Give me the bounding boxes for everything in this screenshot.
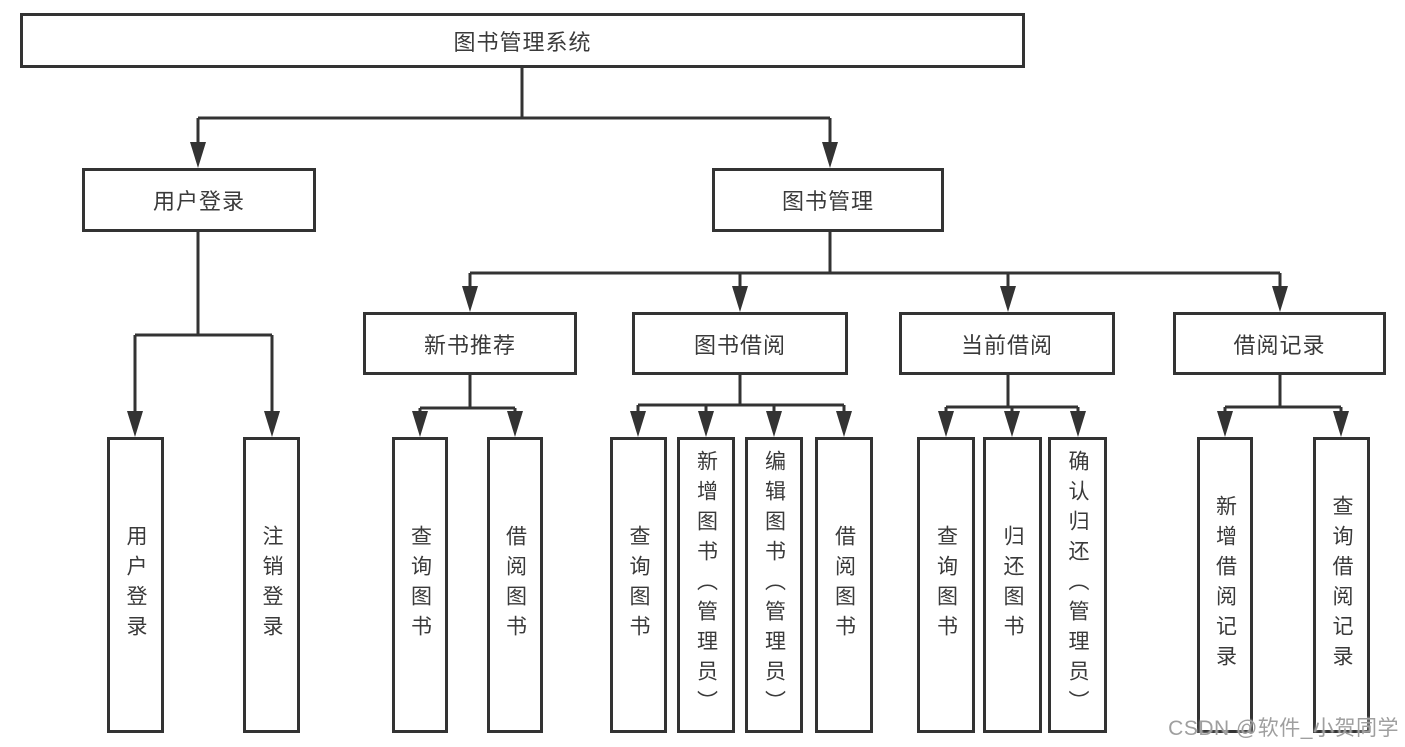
node-leaf-add-borrow-record: 新增借阅记录 <box>1197 437 1253 733</box>
arrow-down-icon <box>1000 286 1016 312</box>
arrow-down-icon <box>1070 411 1086 437</box>
node-leaf-borrow-books-recommend: 借阅图书 <box>487 437 543 733</box>
node-leaf-query-borrow-record: 查询借阅记录 <box>1313 437 1370 733</box>
node-borrow-records: 借阅记录 <box>1173 312 1386 375</box>
node-leaf-query-books-borrow: 查询图书 <box>610 437 667 733</box>
arrow-down-icon <box>822 142 838 168</box>
node-leaf-user-login: 用户登录 <box>107 437 164 733</box>
node-leaf-logout: 注销登录 <box>243 437 300 733</box>
leaf-label: 查询图书 <box>934 525 958 645</box>
arrow-down-icon <box>1004 411 1020 437</box>
arrow-down-icon <box>766 411 782 437</box>
arrow-down-icon <box>836 411 852 437</box>
node-leaf-return-books: 归还图书 <box>983 437 1042 733</box>
leaf-label: 归还图书 <box>1001 525 1024 645</box>
node-leaf-add-books-admin: 新增图书（管理员） <box>677 437 735 733</box>
node-leaf-query-books-current: 查询图书 <box>917 437 975 733</box>
leaf-label: 新增借阅记录 <box>1213 495 1237 675</box>
arrow-down-icon <box>698 411 714 437</box>
arrow-down-icon <box>462 286 478 312</box>
arrow-down-icon <box>732 286 748 312</box>
leaf-label: 新增图书（管理员） <box>694 450 718 720</box>
arrow-down-icon <box>1333 411 1349 437</box>
node-user-login: 用户登录 <box>82 168 316 232</box>
leaf-label: 查询图书 <box>408 525 432 645</box>
arrowheads <box>127 142 1349 437</box>
arrow-down-icon <box>412 411 428 437</box>
arrow-down-icon <box>630 411 646 437</box>
arrow-down-icon <box>127 411 143 437</box>
node-leaf-query-books-recommend: 查询图书 <box>392 437 448 733</box>
leaf-label: 借阅图书 <box>503 525 527 645</box>
arrow-down-icon <box>1272 286 1288 312</box>
arrow-down-icon <box>938 411 954 437</box>
node-book-borrow: 图书借阅 <box>632 312 848 375</box>
node-leaf-borrow-books: 借阅图书 <box>815 437 873 733</box>
node-library-system: 图书管理系统 <box>20 13 1025 68</box>
node-current-borrow: 当前借阅 <box>899 312 1115 375</box>
leaf-label: 查询借阅记录 <box>1330 495 1353 675</box>
watermark: CSDN @软件_小贺同学 <box>1168 717 1399 740</box>
node-new-book-recommend: 新书推荐 <box>363 312 577 375</box>
arrow-down-icon <box>1217 411 1233 437</box>
leaf-label: 编辑图书（管理员） <box>762 450 786 720</box>
leaf-label: 注销登录 <box>260 525 283 645</box>
leaf-label: 用户登录 <box>124 525 147 645</box>
leaf-label: 借阅图书 <box>832 525 856 645</box>
arrow-down-icon <box>264 411 280 437</box>
node-leaf-confirm-return-admin: 确认归还（管理员） <box>1048 437 1107 733</box>
node-book-management: 图书管理 <box>712 168 944 232</box>
leaf-label: 查询图书 <box>627 525 650 645</box>
arrow-down-icon <box>507 411 523 437</box>
connector-paths <box>133 68 1343 414</box>
arrow-down-icon <box>190 142 206 168</box>
node-leaf-edit-books-admin: 编辑图书（管理员） <box>745 437 803 733</box>
leaf-label: 确认归还（管理员） <box>1066 450 1089 720</box>
